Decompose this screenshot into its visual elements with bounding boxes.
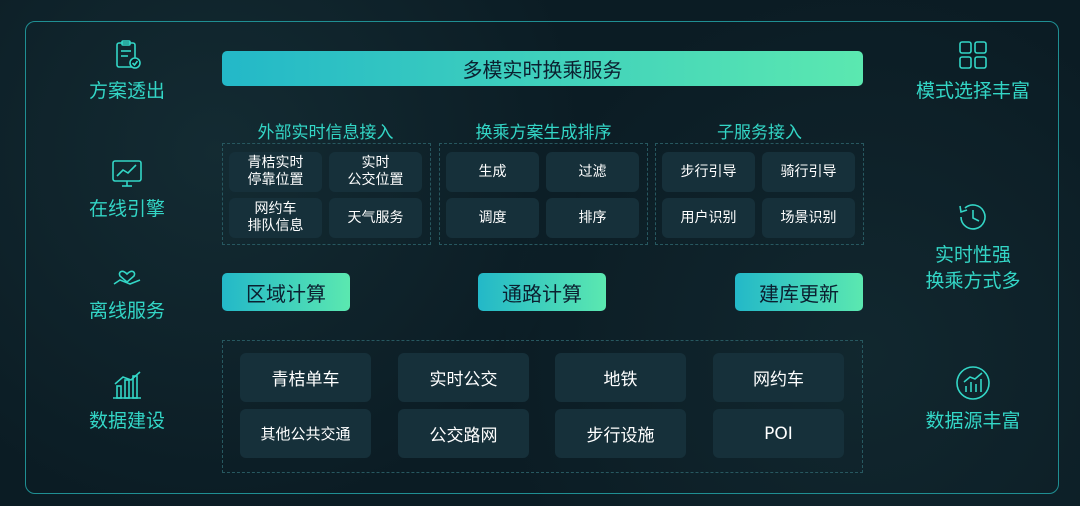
- feature-rich-modes: 模式选择丰富: [903, 38, 1043, 104]
- outer-frame: [25, 21, 1059, 494]
- cell-filter: 过滤: [546, 152, 639, 192]
- feature-offline-service: 离线服务: [77, 258, 177, 324]
- group-subservice: 步行引导 骑行引导 用户识别 场景识别: [655, 143, 864, 245]
- feature-label: 数据建设: [88, 410, 165, 432]
- index-update-label: 建库更新: [735, 273, 863, 311]
- feature-online-engine: 在线引擎: [77, 156, 177, 222]
- source-walk-facility: 步行设施: [555, 409, 686, 458]
- cell-bus-location: 实时 公交位置: [329, 152, 422, 192]
- cell-user-recognition: 用户识别: [662, 198, 755, 238]
- source-poi: POI: [713, 409, 844, 458]
- growth-chart-icon: [956, 366, 990, 400]
- cell-qingju-location: 青桔实时 停靠位置: [229, 152, 322, 192]
- cell-weather: 天气服务: [329, 198, 422, 238]
- cell-walk-guide: 步行引导: [662, 152, 755, 192]
- feature-rich-sources: 数据源丰富: [903, 364, 1043, 434]
- source-other-transit: 其他公共交通: [240, 409, 371, 458]
- cell-ridehail-queue: 网约车 排队信息: [229, 198, 322, 238]
- source-realtime-bus: 实时公交: [398, 353, 529, 402]
- feature-label: 数据源丰富: [925, 410, 1021, 432]
- feature-label-line1: 实时性强: [934, 244, 1011, 266]
- section-title-subservice: 子服务接入: [717, 123, 802, 143]
- source-qingju-bike: 青桔单车: [240, 353, 371, 402]
- cell-sort: 排序: [546, 198, 639, 238]
- feature-label-line2: 换乘方式多: [925, 270, 1021, 292]
- source-bus-network: 公交路网: [398, 409, 529, 458]
- section-title-external: 外部实时信息接入: [257, 123, 394, 143]
- feature-label: 离线服务: [88, 300, 165, 322]
- feature-label: 方案透出: [88, 80, 165, 102]
- page-title: 多模实时换乘服务: [222, 51, 863, 86]
- clipboard-check-icon: [116, 40, 141, 69]
- feature-solution-output: 方案透出: [77, 38, 177, 104]
- cell-generate: 生成: [446, 152, 539, 192]
- cell-scene-recognition: 场景识别: [762, 198, 855, 238]
- path-compute-label: 通路计算: [478, 273, 606, 311]
- cell-schedule: 调度: [446, 198, 539, 238]
- section-title-ranking: 换乘方案生成排序: [475, 123, 612, 143]
- hand-heart-icon: [113, 270, 141, 285]
- cell-ride-guide: 骑行引导: [762, 152, 855, 192]
- region-compute-label: 区域计算: [222, 273, 350, 311]
- bar-chart-icon: [113, 371, 141, 399]
- feature-realtime: 实时性强 换乘方式多: [903, 198, 1043, 294]
- history-clock-icon: [959, 204, 986, 230]
- feature-data-building: 数据建设: [77, 368, 177, 434]
- group-external-info: 青桔实时 停靠位置 实时 公交位置 网约车 排队信息 天气服务: [222, 143, 431, 245]
- data-source-group: 青桔单车 实时公交 地铁 网约车 其他公共交通 公交路网 步行设施 POI: [222, 340, 863, 473]
- feature-label: 在线引擎: [88, 198, 165, 220]
- monitor-chart-icon: [112, 160, 142, 187]
- grid-icon: [959, 41, 987, 69]
- feature-label: 模式选择丰富: [915, 80, 1030, 102]
- group-ranking: 生成 过滤 调度 排序: [439, 143, 648, 245]
- source-ridehail: 网约车: [713, 353, 844, 402]
- source-subway: 地铁: [555, 353, 686, 402]
